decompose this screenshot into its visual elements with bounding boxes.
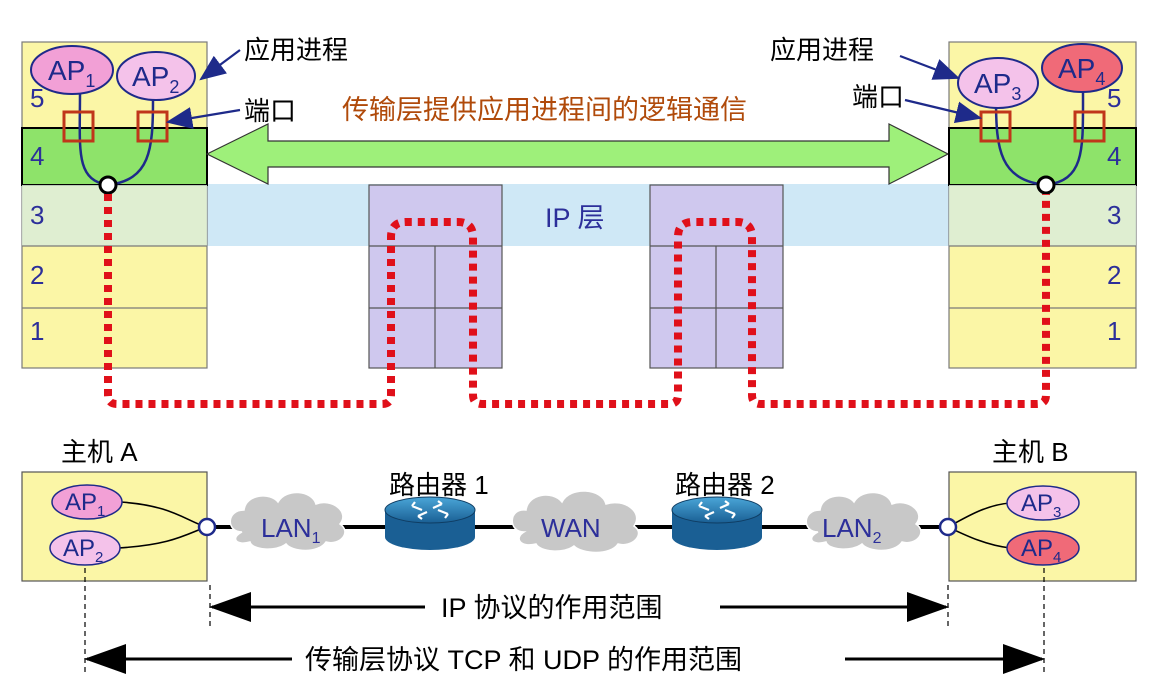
bottom-ap2-bubble (49, 530, 121, 566)
host-b-layer-1: 1 (1107, 316, 1121, 346)
host-a-port-1 (62, 110, 95, 143)
host-b-layer-4: 4 (1107, 141, 1121, 171)
host-b-ap3-bubble (957, 57, 1039, 109)
host-b-port-1 (979, 110, 1012, 143)
pointer-app-process-right (899, 54, 961, 80)
host-a-stack: 5 4 3 2 1 AP1 AP2 (21, 41, 208, 369)
bottom-host-b-socket (938, 517, 958, 537)
lan1-cloud: LAN1 (229, 491, 346, 552)
host-b-layer-2: 2 (1107, 260, 1121, 290)
router-1-label: 路由器 1 (389, 470, 489, 500)
router-1-icon (384, 496, 476, 550)
pointer-port-left (165, 107, 241, 129)
transport-scope-label: 传输层协议 TCP 和 UDP 的作用范围 (305, 645, 742, 675)
host-a-socket (98, 175, 118, 195)
transport-logical-title: 传输层提供应用进程间的逻辑通信 (342, 95, 747, 125)
host-a-ap2-bubble (116, 51, 196, 101)
host-a-layer-1: 1 (30, 316, 44, 346)
router-2-label: 路由器 2 (675, 470, 775, 500)
ip-data-path (104, 194, 1050, 408)
lan2-label: LAN2 (822, 513, 882, 547)
host-a-layer-4: 4 (30, 141, 44, 171)
host-a-layer-2: 2 (30, 260, 44, 290)
lan1-label: LAN1 (261, 513, 321, 547)
host-b-layer-3: 3 (1107, 200, 1121, 230)
bottom-ap2-label: AP2 (63, 535, 103, 566)
host-a-box (21, 471, 208, 582)
host-a-ap2-label: AP2 (132, 61, 179, 97)
router-2-stack (649, 184, 784, 369)
bottom-ap3-label: AP3 (1021, 490, 1061, 521)
label-port-right: 端口 (852, 82, 904, 112)
wan-label: WAN (541, 513, 601, 543)
host-b-socket (1036, 175, 1056, 195)
bottom-ap3-bubble (1006, 485, 1080, 521)
host-b-port-2 (1073, 110, 1106, 143)
host-b-layer-5: 5 (1107, 83, 1121, 113)
host-b-ap4-label: AP4 (1058, 53, 1105, 89)
host-b-name: 主机 B (992, 437, 1069, 467)
bottom-ap4-bubble (1006, 530, 1080, 566)
label-app-process-right: 应用进程 (770, 35, 874, 65)
pointer-port-right (904, 98, 983, 124)
label-port-left: 端口 (244, 96, 296, 126)
ip-layer-label: IP 层 (545, 203, 605, 233)
bottom-ap1-label: AP1 (65, 489, 105, 520)
host-b-ap4-bubble (1041, 43, 1123, 93)
label-app-process-left: 应用进程 (244, 35, 348, 65)
router-2-icon (671, 496, 763, 550)
lan2-cloud: LAN2 (805, 491, 922, 552)
bottom-ap4-label: AP4 (1021, 535, 1061, 566)
host-a-layer-5: 5 (30, 83, 44, 113)
host-a-ap1-label: AP1 (48, 55, 95, 91)
ip-scope-label: IP 协议的作用范围 (441, 593, 663, 623)
bottom-host-a-socket (197, 517, 217, 537)
host-b-ap3-label: AP3 (974, 68, 1021, 104)
host-a-name: 主机 A (61, 437, 138, 467)
host-a-ap1-bubble (30, 45, 114, 95)
bottom-ap1-bubble (51, 484, 123, 520)
wan-cloud: WAN (511, 490, 640, 554)
host-a-layer3 (22, 185, 207, 246)
host-a-layer4 (21, 127, 208, 186)
host-a-layer-3: 3 (30, 200, 44, 230)
pointer-app-process-left (199, 49, 241, 81)
transport-logical-arrow (205, 123, 950, 185)
